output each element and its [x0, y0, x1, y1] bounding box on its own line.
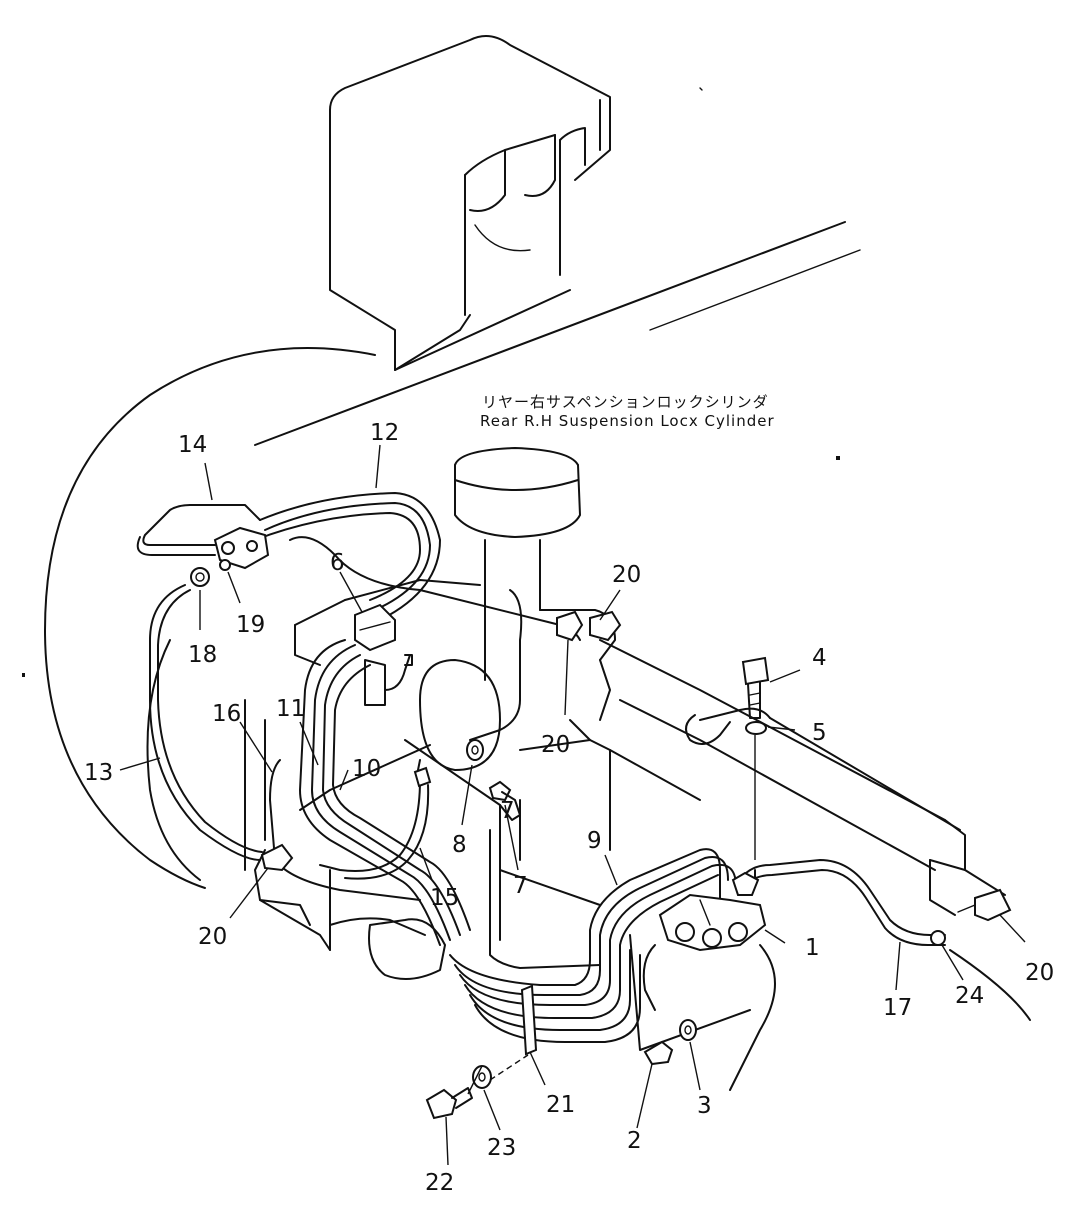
part-label-9: 9 [587, 828, 602, 854]
part-label-17: 17 [883, 995, 912, 1021]
hydraulic-tubes [136, 492, 946, 1043]
part-label-6: 6 [330, 550, 345, 576]
part-label-8: 8 [452, 832, 467, 858]
part-label-7a: 7 [500, 798, 515, 824]
part-label-2: 2 [627, 1128, 642, 1154]
part-label-21: 21 [546, 1092, 575, 1118]
part-label-22: 22 [425, 1170, 454, 1196]
part-label-18: 18 [188, 642, 217, 668]
part-label-3: 3 [697, 1093, 712, 1119]
part-label-19: 19 [236, 612, 265, 638]
part-label-14: 14 [178, 432, 207, 458]
suspension-lock-cylinder [419, 447, 616, 771]
part-label-11: 11 [276, 696, 305, 722]
annotation-english: Rear R.H Suspension Locx Cylinder [480, 412, 775, 430]
part-label-23: 23 [487, 1135, 516, 1161]
part-label-24: 24 [955, 983, 984, 1009]
part-label-16: 16 [212, 701, 241, 727]
part-labels: 1 2 3 4 5 6 7 7 8 9 10 11 12 13 14 15 16… [84, 420, 1054, 1196]
scan-specks [22, 456, 840, 677]
part-label-20c: 20 [198, 924, 227, 950]
tire-outline [44, 347, 1031, 1091]
part-label-4: 4 [812, 645, 827, 671]
fittings [190, 526, 1012, 1120]
part-label-12: 12 [370, 420, 399, 446]
annotation-japanese: リヤー右サスペンションロックシリンダ [482, 393, 769, 411]
frame-upper-body [254, 35, 861, 446]
part-label-5: 5 [812, 720, 827, 746]
part-label-15: 15 [430, 885, 459, 911]
part-label-20a: 20 [612, 562, 641, 588]
part-label-7b: 7 [513, 873, 528, 899]
part-label-20b: 20 [541, 732, 570, 758]
leader-lines [119, 444, 1026, 1166]
part-label-10: 10 [352, 756, 381, 782]
axle-housing [244, 579, 1006, 1051]
part-label-1: 1 [805, 935, 820, 961]
part-label-13: 13 [84, 760, 113, 786]
part-label-20d: 20 [1025, 960, 1054, 986]
